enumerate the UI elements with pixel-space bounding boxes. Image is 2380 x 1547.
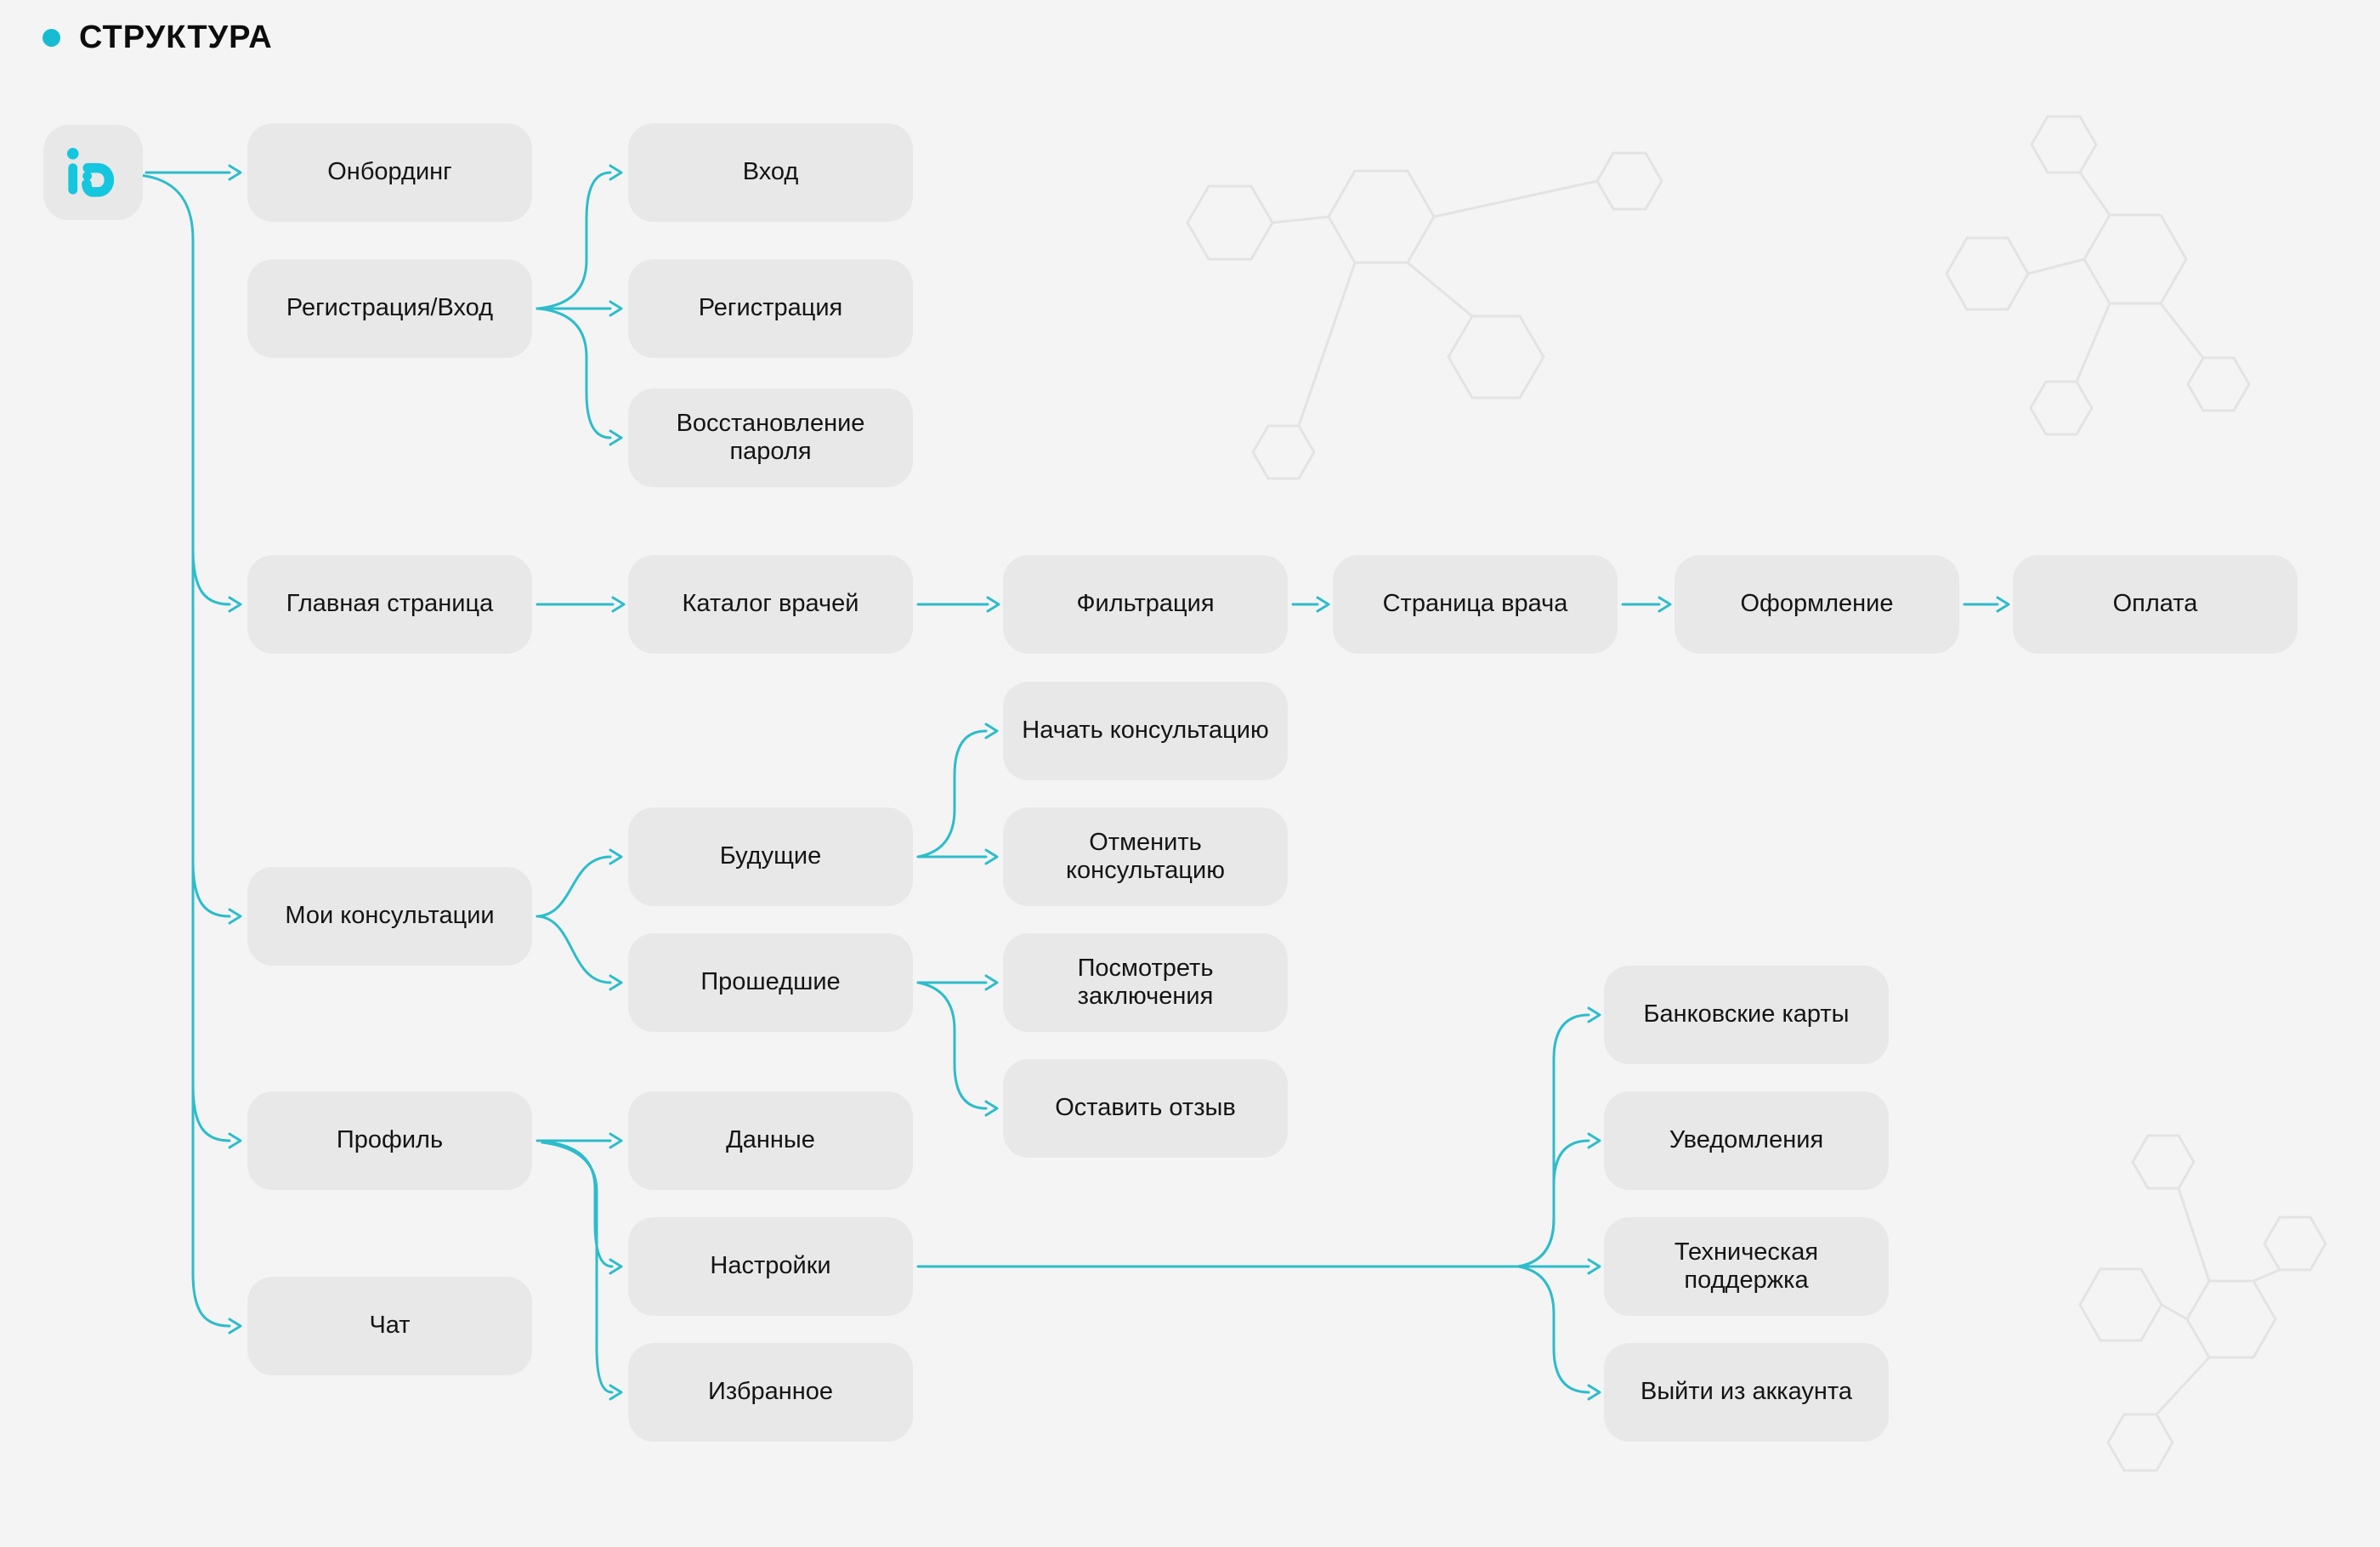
hexagon-cluster-top-right bbox=[1945, 115, 2251, 436]
page-title: СТРУКТУРА bbox=[79, 19, 273, 55]
node-settings: Настройки bbox=[628, 1217, 913, 1316]
node-favorites: Избранное bbox=[628, 1343, 913, 1442]
node-tech-support: Техническая поддержка bbox=[1604, 1217, 1889, 1316]
node-checkout: Оформление bbox=[1674, 555, 1959, 654]
app-logo: iD bbox=[43, 125, 143, 220]
node-onboarding: Онбординг bbox=[247, 123, 532, 222]
node-leave-review: Оставить отзыв bbox=[1003, 1059, 1288, 1158]
node-password-recovery: Восстановление пароля bbox=[628, 388, 913, 487]
node-auth: Регистрация/Вход bbox=[247, 259, 532, 358]
node-doctors-catalog: Каталог врачей bbox=[628, 555, 913, 654]
node-start-consultation: Начать консультацию bbox=[1003, 682, 1288, 780]
node-cancel-consultation: Отменить консультацию bbox=[1003, 808, 1288, 906]
page-header: СТРУКТУРА bbox=[42, 19, 273, 56]
node-my-consultations: Мои консультации bbox=[247, 867, 532, 966]
node-data: Данные bbox=[628, 1091, 913, 1190]
node-past: Прошедшие bbox=[628, 933, 913, 1032]
node-register: Регистрация bbox=[628, 259, 913, 358]
node-logout: Выйти из аккаунта bbox=[1604, 1343, 1889, 1442]
node-doctor-page: Страница врача bbox=[1333, 555, 1618, 654]
node-chat: Чат bbox=[247, 1277, 532, 1375]
node-login: Вход bbox=[628, 123, 913, 222]
title-bullet-dot bbox=[42, 28, 60, 47]
node-upcoming: Будущие bbox=[628, 808, 913, 906]
hexagon-cluster-bottom-right bbox=[2078, 1134, 2327, 1472]
node-filtering: Фильтрация bbox=[1003, 555, 1288, 654]
node-profile: Профиль bbox=[247, 1091, 532, 1190]
logo-id-icon bbox=[66, 148, 114, 197]
node-view-conclusions: Посмотреть заключения bbox=[1003, 933, 1288, 1032]
node-payment: Оплата bbox=[2013, 555, 2298, 654]
node-notifications: Уведомления bbox=[1604, 1091, 1889, 1190]
hexagon-cluster-top-middle bbox=[1186, 151, 1663, 480]
node-home: Главная страница bbox=[247, 555, 532, 654]
node-bank-cards: Банковские карты bbox=[1604, 966, 1889, 1064]
